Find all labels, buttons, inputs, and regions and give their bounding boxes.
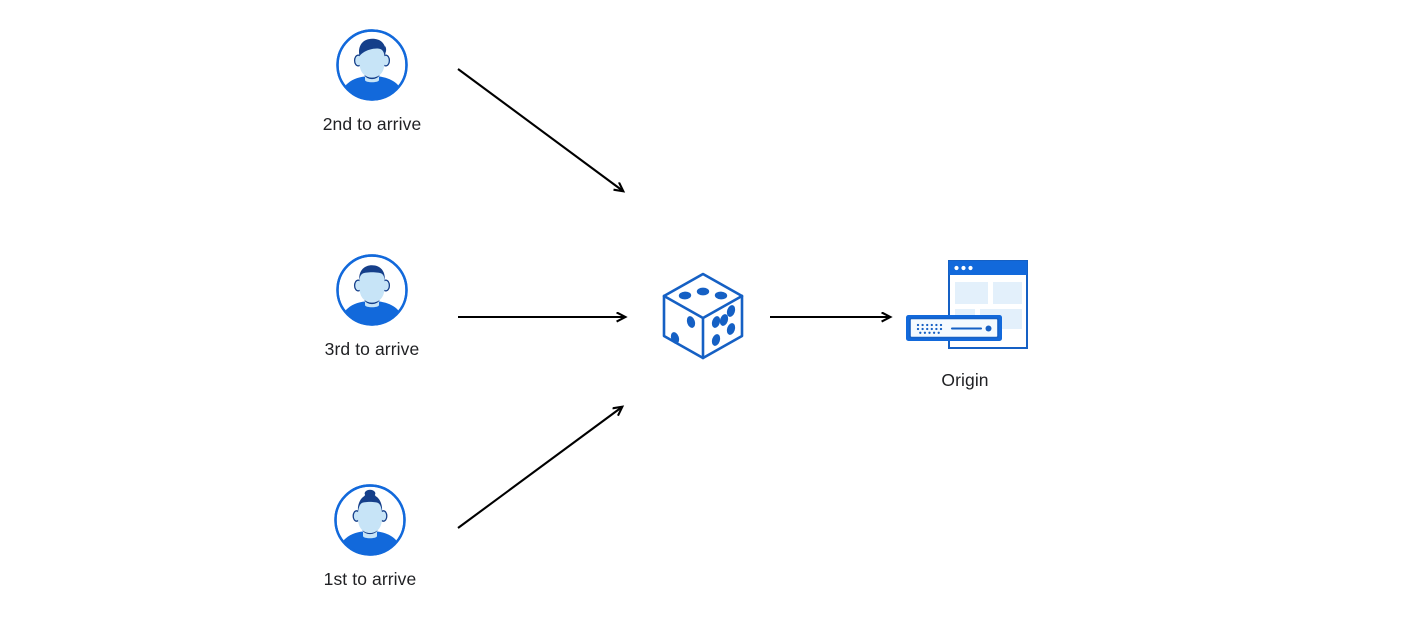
client-label-2nd: 2nd to arrive [322,114,422,134]
window-dot-icon [954,265,959,271]
origin-node[interactable]: Origin [875,258,1055,391]
person-avatar-icon [336,29,408,101]
person-avatar-icon [336,254,408,326]
origin-server-icon [906,260,1028,349]
edge-2nd-to-dice [457,68,623,191]
dice-cube-icon [662,272,744,360]
client-node-3rd[interactable]: 3rd to arrive [292,253,452,360]
window-dot-icon [961,265,966,271]
client-node-2nd[interactable]: 2nd to arrive [292,28,452,135]
router-appliance-icon [906,315,1002,341]
person-avatar-icon [334,484,406,556]
randomizer-node[interactable] [658,270,748,360]
client-label-3rd: 3rd to arrive [324,339,420,359]
edge-1st-to-dice [457,407,622,529]
window-dot-icon [968,265,973,271]
client-node-1st[interactable]: 1st to arrive [290,483,450,590]
client-label-1st: 1st to arrive [323,569,417,589]
origin-label: Origin [941,370,989,390]
